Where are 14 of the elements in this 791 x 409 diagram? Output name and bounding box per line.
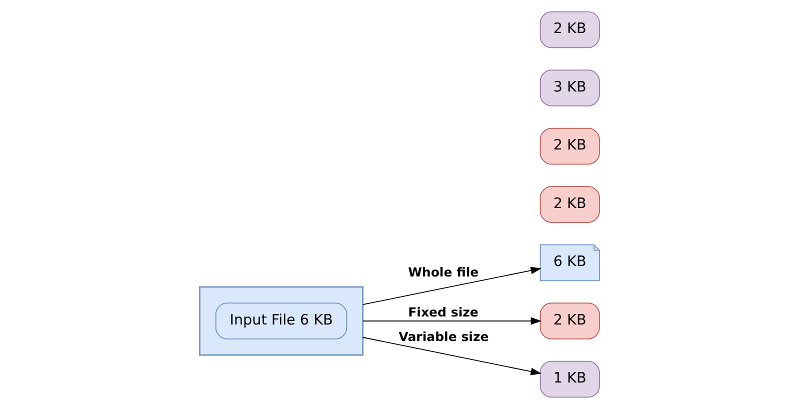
node-box: 1 KB [539, 360, 600, 398]
edge-label: Whole file [408, 264, 478, 280]
arrow [362, 336, 542, 376]
edge-label: Variable size [398, 328, 488, 344]
node-box: Input File 6 KB [214, 302, 347, 340]
cluster [198, 286, 364, 356]
arrow [362, 317, 542, 325]
arrow [362, 266, 542, 306]
node-box: 2 KB [539, 11, 600, 48]
node-box: 2 KB [539, 128, 600, 165]
edge-label: Fixed size [408, 304, 478, 320]
node-box: 2 KB [539, 302, 600, 340]
node-box: 3 KB [539, 70, 600, 106]
node-box: 2 KB [539, 186, 600, 223]
